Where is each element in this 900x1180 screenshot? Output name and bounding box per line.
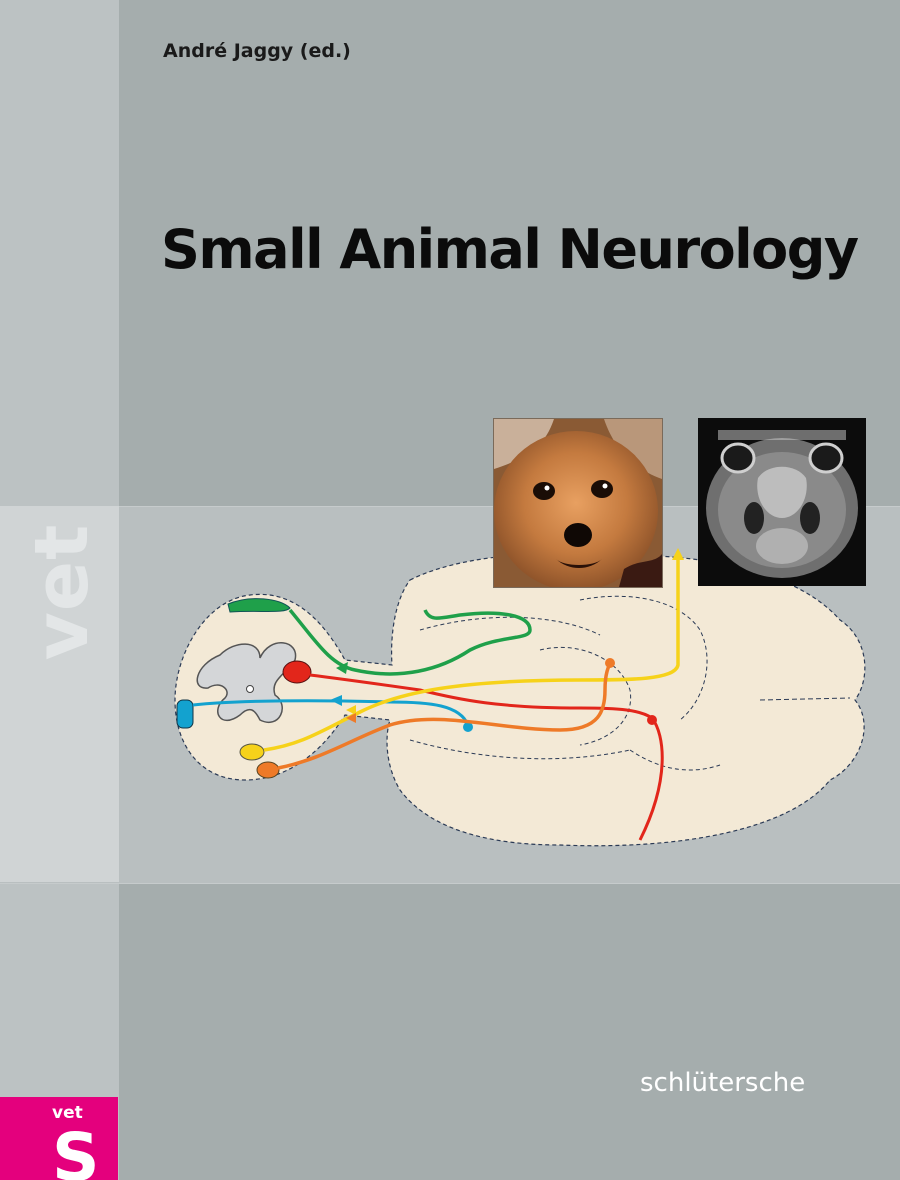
publisher-name: schlütersche	[640, 1068, 806, 1098]
vet-label-text: vet	[19, 523, 105, 661]
vertical-vet-label: vet	[12, 512, 112, 672]
dog-photo	[493, 418, 663, 588]
tract-orange-cord	[256, 761, 280, 779]
tract-red-cord	[282, 660, 312, 684]
pathway-red	[309, 673, 664, 841]
badge-s-letter: S	[52, 1119, 100, 1180]
brain-shape	[174, 552, 866, 847]
pathway-yellow	[263, 555, 680, 752]
author-line: André Jaggy (ed.)	[163, 40, 351, 62]
tract-blue-cord	[176, 699, 194, 729]
badge-vet-label: vet	[52, 1103, 83, 1123]
neuro-pathway-illustration	[160, 540, 880, 860]
book-title: Small Animal Neurology	[161, 218, 859, 281]
pathway-blue	[192, 699, 470, 726]
vet-s-badge: vet S	[0, 1097, 118, 1180]
tract-green-cord	[227, 598, 291, 613]
pathway-orange	[277, 660, 614, 770]
mri-photo	[698, 418, 866, 586]
tract-yellow-cord	[239, 743, 265, 761]
band-left-panel	[0, 506, 119, 882]
